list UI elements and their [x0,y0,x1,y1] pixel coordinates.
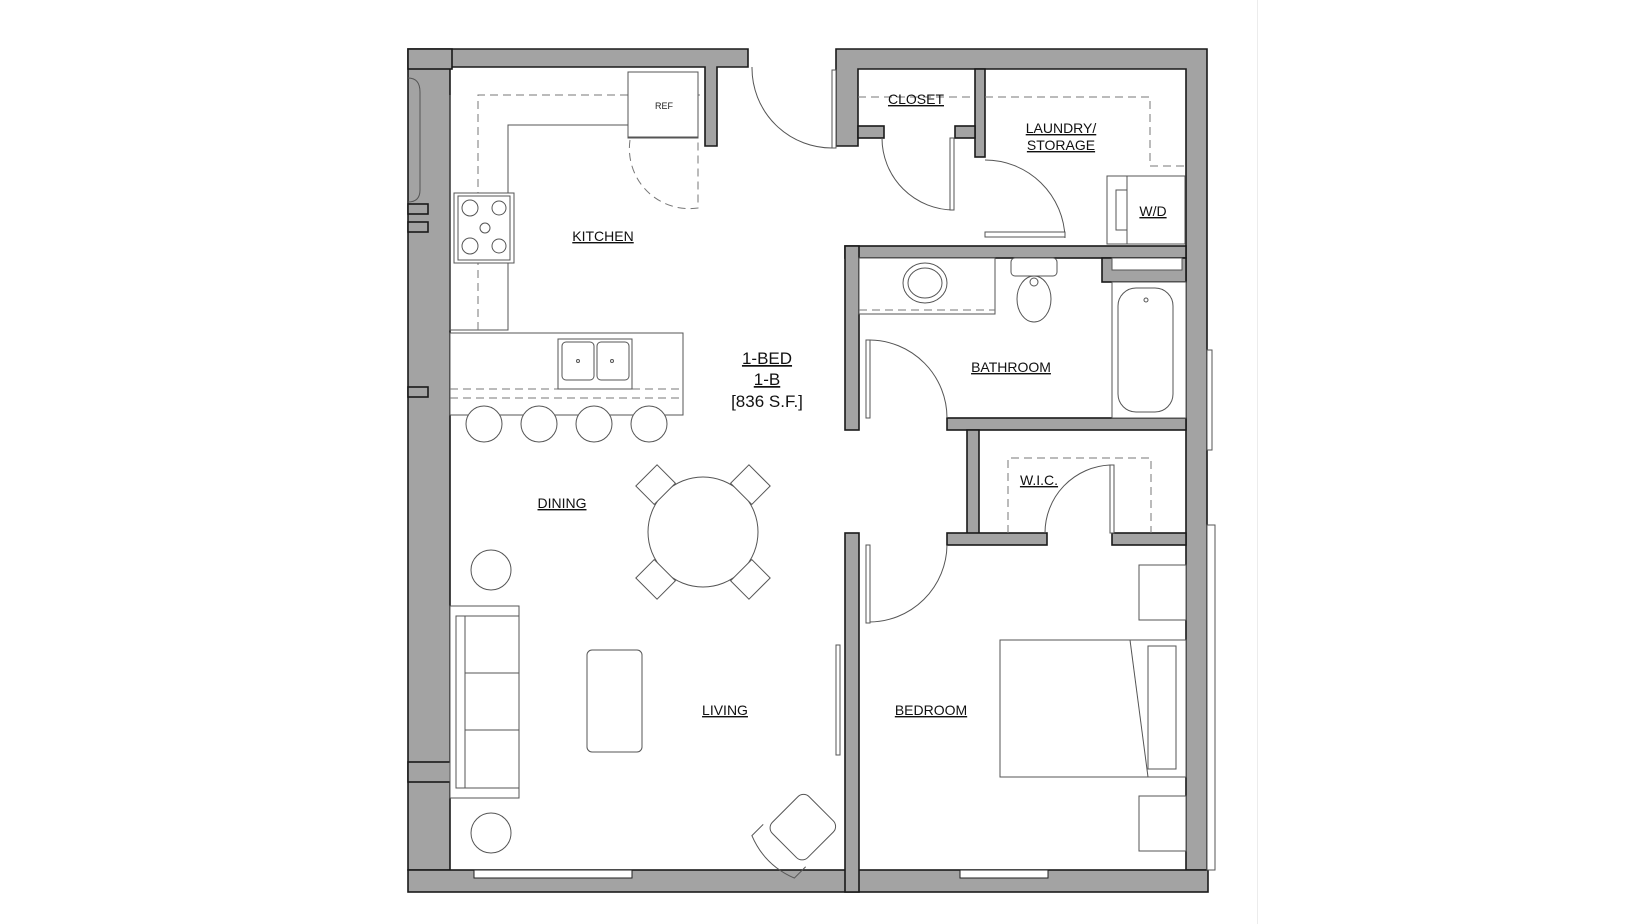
nightstand [1138,564,1187,621]
doors [407,66,1115,624]
nightstand [1138,795,1187,852]
toilet-icon [1010,257,1058,277]
label-dining: DINING [538,495,587,511]
room-labels: KITCHEN CLOSET LAUNDRY/ STORAGE W/D BATH… [538,91,1167,718]
living-furniture [449,605,841,879]
dining-table [647,476,759,588]
label-washer-dryer: W/D [1139,203,1166,219]
label-bathroom: BATHROOM [971,359,1051,375]
dining-furniture [470,464,771,600]
unit-area: [836 S.F.] [731,392,803,411]
label-laundry-2: STORAGE [1027,137,1095,153]
bar-stools [465,405,668,443]
sofa [449,605,520,799]
windows [473,349,1216,879]
label-bedroom: BEDROOM [895,702,967,718]
kitchen-fixtures [449,71,700,443]
unit-type: 1-B [754,370,780,389]
refrigerator-icon [627,71,699,139]
panel-divider [1257,0,1258,924]
label-kitchen: KITCHEN [572,228,633,244]
unit-name: 1-BED [742,349,792,368]
stove-icon [453,192,515,264]
bedroom-furniture [999,457,1187,852]
label-wic: W.I.C. [1020,472,1058,488]
kitchen-sink-icon [557,338,633,390]
laundry-fixtures [858,96,1186,271]
coffee-table [586,649,643,753]
bathtub-icon [1117,287,1174,413]
label-closet: CLOSET [888,91,944,107]
armchair [751,793,837,879]
bathroom-fixtures [858,257,1187,419]
label-refrigerator: REF [655,101,674,111]
label-living: LIVING [702,702,748,718]
label-laundry-1: LAUNDRY/ [1026,120,1097,136]
